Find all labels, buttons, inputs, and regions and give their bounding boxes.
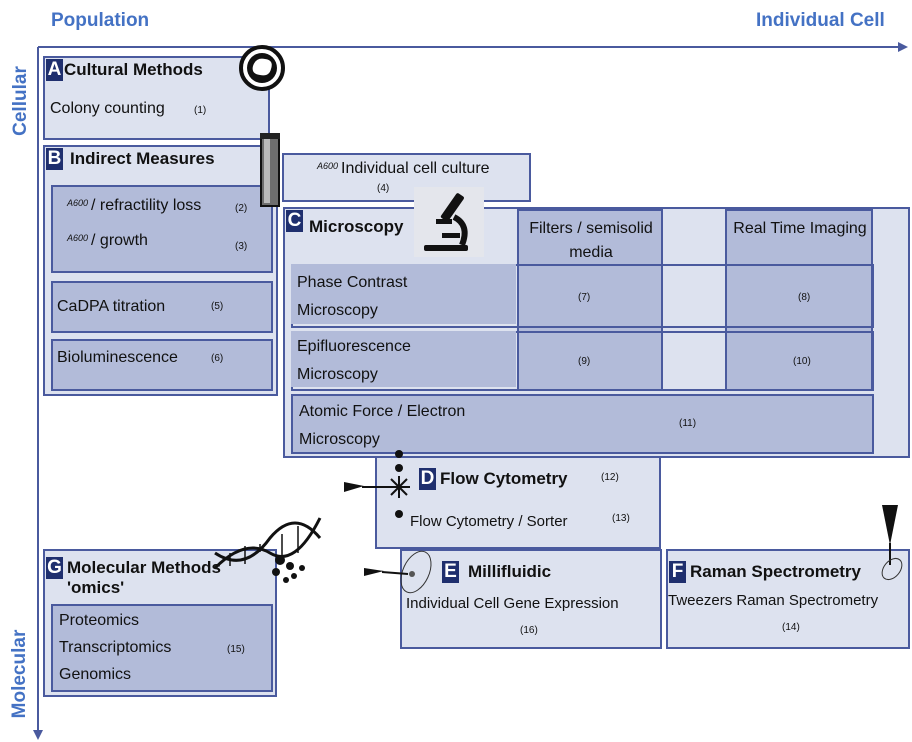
individual-cell-culture-ref: (4): [377, 183, 390, 194]
raman-box: F Raman Spectrometry Tweezers Raman Spec…: [666, 549, 910, 649]
a600-label-3: A600: [317, 161, 339, 171]
flow-sorter-label: Flow Cytometry / Sorter: [410, 513, 568, 530]
letter-f: F: [669, 561, 686, 583]
laser-icon: [344, 450, 410, 518]
afm-row: Atomic Force / Electron Microscopy (11): [291, 394, 874, 454]
epifluorescence-label-top: Epifluorescence Microscopy: [297, 338, 411, 383]
dna-icon: [213, 517, 322, 583]
phase-contrast-label-top: Phase Contrast Microscopy: [297, 274, 408, 319]
omics-item: Proteomics: [59, 612, 140, 629]
realtime-column-header: Real Time Imaging: [733, 220, 867, 237]
realtime-column: Real Time Imaging: [725, 209, 873, 391]
letter-e: E: [442, 561, 459, 583]
a600-label-2: A600: [67, 233, 89, 243]
raman-ref: (14): [782, 622, 800, 633]
cell-icon: [364, 550, 432, 594]
omics-item: Genomics: [59, 666, 132, 683]
flow-cytometry-region: [375, 455, 661, 549]
letter-g: G: [46, 557, 63, 579]
colony-counting-ref: (1): [194, 105, 207, 116]
flow-sorter-ref: (13): [612, 513, 630, 524]
millifluidic-title: Millifluidic: [468, 562, 552, 581]
cultural-methods-box: A Cultural Methods Colony counting (1): [43, 56, 270, 140]
millifluidic-box: E Millifluidic Individual Cell Gene Expr…: [400, 549, 662, 649]
letter-b: B: [46, 148, 63, 170]
afm-label: Atomic Force / Electron Microscopy: [299, 403, 466, 448]
cultural-methods-title: Cultural Methods: [64, 60, 203, 79]
refractility-text: / refractility loss: [91, 197, 202, 214]
bioluminescence-ref: (6): [211, 353, 224, 364]
epi-filters-ref: (9): [578, 356, 591, 367]
omics-list-box: Proteomics Transcriptomics Genomics (15): [51, 604, 273, 692]
microscope-icon: [414, 187, 484, 257]
a600-group: A600/ refractility loss (2) A600/ growth…: [51, 185, 273, 273]
refractility-ref: (2): [235, 203, 248, 214]
indirect-measures-title: Indirect Measures: [70, 149, 215, 168]
millifluidic-ref: (16): [520, 625, 538, 636]
cadpa-box: CaDPA titration (5): [51, 281, 273, 333]
phase-row-left-fill: [291, 264, 516, 324]
raman-title: Raman Spectrometry: [690, 562, 862, 581]
individual-gene-expression-label: Individual Cell Gene Expression: [406, 595, 619, 612]
axis-label-population: Population: [51, 10, 150, 31]
molecular-methods-box: G Molecular Methods 'omics' Proteomics T…: [43, 549, 277, 697]
flow-cytometry-title: Flow Cytometry: [440, 469, 568, 488]
bioluminescence-box: Bioluminescence (6): [51, 339, 273, 391]
letter-a: A: [46, 59, 63, 81]
bioluminescence-label: Bioluminescence: [57, 349, 178, 366]
individual-cell-culture-text: Individual cell culture: [341, 160, 490, 177]
letter-c: C: [286, 210, 303, 232]
raman-laser-icon: [881, 505, 903, 581]
tweezers-raman-label: Tweezers Raman Spectrometry: [668, 592, 879, 609]
growth-ref: (3): [235, 241, 248, 252]
filters-column-header: Filters / semisolid media: [529, 220, 653, 261]
filters-column: Filters / semisolid media: [517, 209, 663, 391]
flow-cytometry-ref: (12): [601, 472, 619, 483]
epi-realtime-ref: (10): [793, 356, 811, 367]
cuvette-icon: [260, 133, 280, 207]
growth-text: / growth: [91, 232, 148, 249]
growth-label: A600/ growth: [67, 232, 148, 250]
omics-ref: (15): [227, 644, 245, 655]
microscopy-box: C Microscopy Filters / semisolid media R…: [283, 207, 910, 458]
microscopy-title: Microscopy: [309, 217, 404, 236]
epi-row-left-fill: [291, 331, 516, 387]
cadpa-label: CaDPA titration: [57, 298, 166, 315]
cadpa-ref: (5): [211, 301, 224, 312]
colony-counting-label: Colony counting: [50, 100, 165, 117]
molecular-methods-title: Molecular Methods: [67, 558, 221, 577]
indirect-measures-box: B Indirect Measures A600/ refractility l…: [43, 145, 278, 396]
petri-dish-icon: [239, 45, 285, 91]
a600-label: A600: [67, 198, 89, 208]
phase-realtime-ref: (8): [798, 292, 811, 303]
letter-d: D: [419, 468, 436, 490]
afm-ref: (11): [679, 418, 697, 429]
refractility-loss-label: A600/ refractility loss: [67, 197, 201, 215]
omics-title: 'omics': [67, 578, 125, 597]
omics-item: Transcriptomics: [59, 639, 172, 656]
phase-filters-ref: (7): [578, 292, 591, 303]
axis-label-individual-cell: Individual Cell: [756, 10, 885, 31]
